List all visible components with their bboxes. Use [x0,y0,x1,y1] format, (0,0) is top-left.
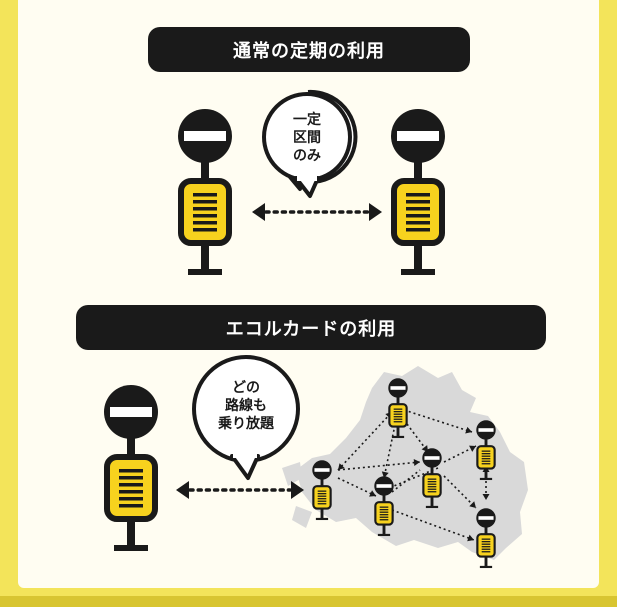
section-title-regular-pass-text: 通常の定期の利用 [233,40,385,62]
bubble-line: 一定 [293,112,321,128]
double-arrow-icon [252,203,382,221]
bus-stop-icon [104,385,158,551]
double-arrow-icon [176,481,304,499]
section-title-ecoru-card-text: エコルカードの利用 [225,318,397,340]
bubble-text-ecoru: どの 路線も 乗り放題 [200,379,292,433]
route-map-icon [282,366,528,560]
bubble-line: どの [232,380,260,396]
bubble-line: 路線も [225,398,267,414]
bus-stop-icon [391,109,445,275]
bubble-line: 乗り放題 [218,416,274,432]
bubble-line: 区間 [293,130,321,146]
bubble-line: のみ [293,148,321,164]
bubble-text-regular: 一定 区間 のみ [275,111,339,165]
section-title-ecoru-card: エコルカードの利用 [76,305,546,350]
route-lines [337,409,487,541]
section-title-regular-pass: 通常の定期の利用 [148,27,470,72]
bus-stop-icon [178,109,232,275]
bottom-border [0,596,617,607]
speech-bubble-icon [192,355,300,480]
speech-bubble-icon [262,89,358,198]
